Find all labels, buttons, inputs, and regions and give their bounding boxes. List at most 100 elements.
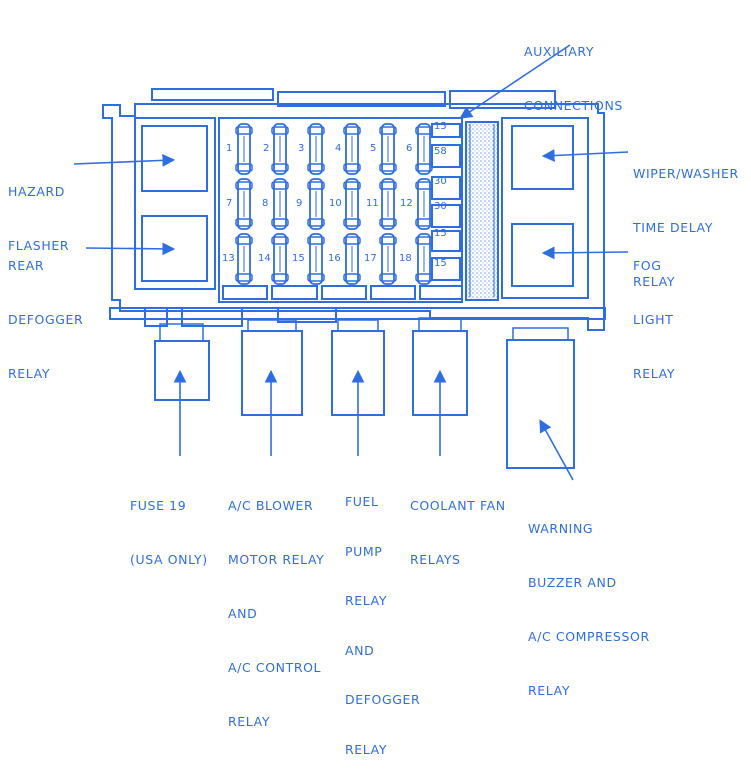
label-line: PUMP bbox=[345, 543, 383, 559]
fuse-blade-cap bbox=[235, 218, 253, 227]
label-line: RELAY bbox=[8, 366, 51, 381]
label-line: FOG bbox=[633, 258, 662, 273]
label-wiper-washer-relay: WIPER/WASHER TIME DELAY RELAY bbox=[633, 129, 739, 309]
terminal-number: 30 bbox=[434, 176, 447, 187]
fuse-slot-bottom-1 bbox=[222, 285, 268, 300]
blade-fuse bbox=[237, 123, 251, 175]
blade-fuse bbox=[381, 233, 395, 285]
blade-fuse bbox=[417, 233, 431, 285]
fuse-blade-cap bbox=[235, 126, 253, 135]
top-tab-center bbox=[277, 91, 446, 107]
blade-fuse bbox=[237, 233, 251, 285]
fuse-number: 13 bbox=[222, 253, 235, 264]
label-line: A/C COMPRESSOR bbox=[528, 629, 650, 644]
fuse-slot-bottom-4 bbox=[370, 285, 416, 300]
fuse-number: 16 bbox=[328, 253, 341, 264]
label-line: CONNECTIONS bbox=[524, 98, 623, 113]
fuse-slot-bottom-3 bbox=[321, 285, 367, 300]
top-tab-right bbox=[449, 90, 556, 109]
blade-fuse bbox=[273, 123, 287, 175]
fuse-blade-cap bbox=[415, 181, 433, 190]
fuse-blade-cap bbox=[235, 236, 253, 245]
fuse-blade-cap bbox=[415, 126, 433, 135]
fuse-blade-cap bbox=[271, 163, 289, 172]
warning-buzzer-relay-body bbox=[506, 339, 575, 469]
blade-fuse bbox=[381, 123, 395, 175]
label-line: AUXILIARY bbox=[524, 44, 595, 59]
label-line: (USA ONLY) bbox=[130, 552, 208, 567]
fuse-number: 18 bbox=[399, 253, 412, 264]
fuse-blade-cap bbox=[415, 273, 433, 282]
blade-fuse bbox=[273, 178, 287, 230]
fuse-blade-cap bbox=[235, 163, 253, 172]
top-tab-left bbox=[151, 88, 274, 101]
blade-fuse bbox=[309, 123, 323, 175]
fuse-blade-cap bbox=[307, 126, 325, 135]
label-ac-blower-relay: A/C BLOWER MOTOR RELAY AND A/C CONTROL R… bbox=[228, 461, 324, 749]
label-line: MOTOR RELAY bbox=[228, 552, 325, 567]
blade-fuse bbox=[273, 233, 287, 285]
fuse-number: 1 bbox=[226, 143, 233, 154]
label-line: HAZARD bbox=[8, 184, 65, 199]
label-rear-defogger-relay: REAR DEFOGGER RELAY bbox=[8, 221, 83, 401]
fuse-number: 11 bbox=[366, 198, 379, 209]
label-warning-buzzer-relay: WARNING BUZZER AND A/C COMPRESSOR RELAY bbox=[528, 484, 650, 718]
term-30b bbox=[431, 204, 461, 228]
fuse-blade-cap bbox=[343, 273, 361, 282]
fuse-slot-bottom-2 bbox=[271, 285, 318, 300]
label-line: FUSE 19 bbox=[130, 498, 187, 513]
fog-light-relay bbox=[511, 223, 574, 287]
blade-fuse bbox=[345, 233, 359, 285]
bottom-tab-center2 bbox=[277, 307, 337, 323]
fuse19-relay-body bbox=[154, 340, 210, 401]
fuse-number: 14 bbox=[258, 253, 271, 264]
fuse-number: 2 bbox=[263, 143, 270, 154]
fuse-blade-cap bbox=[343, 181, 361, 190]
ac-blower-relay-body bbox=[241, 330, 303, 416]
fuse-blade-cap bbox=[271, 126, 289, 135]
term-58 bbox=[431, 144, 461, 168]
leader-auxiliary bbox=[459, 44, 571, 119]
leader-fog bbox=[541, 246, 629, 260]
fuse-blade-cap bbox=[307, 236, 325, 245]
label-line: FUEL bbox=[345, 494, 379, 509]
fuse-blade-cap bbox=[343, 126, 361, 135]
fuse-blade-cap bbox=[307, 181, 325, 190]
fuse-blade-cap bbox=[271, 273, 289, 282]
blade-fuse bbox=[237, 178, 251, 230]
fuse-number: 3 bbox=[298, 143, 305, 154]
fuse-number: 17 bbox=[364, 253, 377, 264]
bottom-ledge bbox=[109, 307, 606, 320]
blade-fuse bbox=[381, 178, 395, 230]
label-coolant-fan-relays: COOLANT FAN RELAYS bbox=[410, 461, 506, 587]
terminal-number: 15 bbox=[434, 228, 447, 239]
wiper-washer-relay bbox=[511, 125, 574, 190]
label-line: WIPER/WASHER bbox=[633, 166, 739, 181]
terminal-number: 58 bbox=[434, 146, 447, 157]
fuse-blade-cap bbox=[307, 163, 325, 172]
leader-hazard bbox=[73, 153, 176, 167]
fuse-number: 8 bbox=[262, 198, 269, 209]
fuse-blade-cap bbox=[379, 181, 397, 190]
fuse-blade-cap bbox=[379, 126, 397, 135]
blade-fuse bbox=[417, 178, 431, 230]
label-line: COOLANT FAN bbox=[410, 498, 506, 513]
fuse-blade-cap bbox=[415, 163, 433, 172]
fuse-blade-cap bbox=[307, 218, 325, 227]
fuse-number: 12 bbox=[400, 198, 413, 209]
fuse-slot-bottom-5 bbox=[419, 285, 463, 300]
fuse-blade-cap bbox=[271, 181, 289, 190]
fuse-blade-cap bbox=[415, 218, 433, 227]
fuse-blade-cap bbox=[343, 218, 361, 227]
label-line: DEFOGGER bbox=[345, 692, 421, 707]
fuse-grid bbox=[235, 123, 433, 285]
fuse-blade-cap bbox=[379, 273, 397, 282]
blade-fuse bbox=[417, 123, 431, 175]
label-line: RELAY bbox=[345, 741, 388, 757]
bottom-tab-left bbox=[144, 307, 168, 327]
auxiliary-connector-block bbox=[465, 121, 499, 301]
label-line: RELAY bbox=[633, 366, 676, 381]
terminal-number: 15 bbox=[434, 121, 447, 132]
fuse-box-diagram bbox=[73, 44, 629, 481]
label-line: RELAY bbox=[528, 683, 571, 698]
